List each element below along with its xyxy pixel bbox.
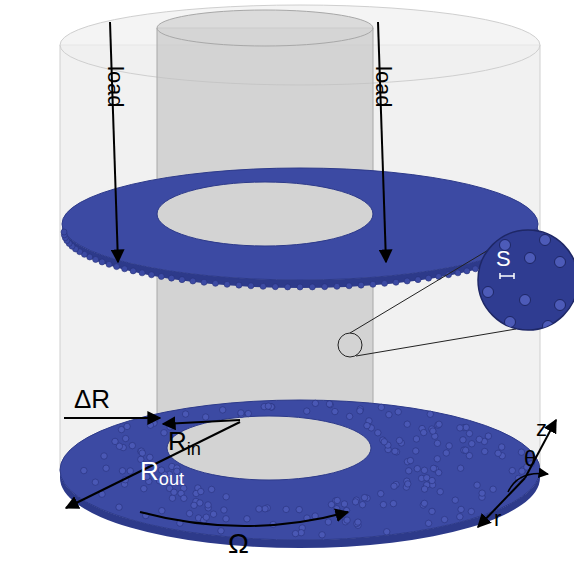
dimension-label: Rin — [168, 428, 201, 454]
r-in-arrow — [163, 420, 240, 424]
axis-label: θ — [524, 448, 536, 470]
load-arrow — [378, 22, 386, 262]
outer-cylinder — [60, 5, 540, 540]
zoom-circle — [465, 230, 574, 332]
zoom-spot — [338, 333, 362, 357]
load-label: load — [372, 66, 394, 108]
dimension-label: ΔR — [74, 386, 110, 412]
lower-disc — [60, 400, 540, 548]
delta-r-line — [64, 417, 160, 419]
rotation-label: Ω — [228, 530, 249, 558]
dimension-label: Rout — [140, 458, 184, 484]
spacing-label: S — [496, 248, 511, 270]
zoom-leader — [356, 329, 516, 356]
upper-disc — [61, 168, 539, 290]
axis-label: z — [536, 418, 547, 440]
axis-label: r — [494, 508, 501, 530]
r-out-arrow — [66, 422, 240, 508]
load-arrow — [110, 22, 118, 262]
rotation-arrow — [140, 512, 348, 526]
load-label: load — [104, 66, 126, 108]
